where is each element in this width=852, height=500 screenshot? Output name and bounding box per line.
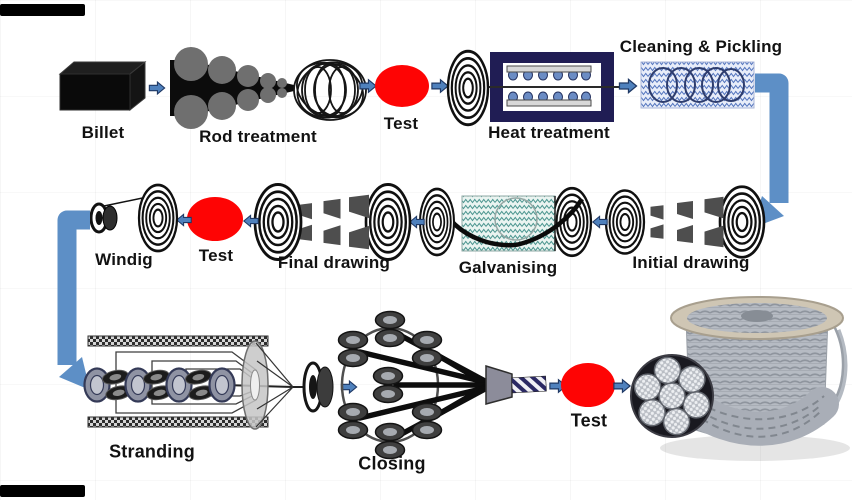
final-drawing-dies-icon (298, 194, 369, 250)
closing-machine-icon (337, 310, 547, 460)
test-2-icon (187, 197, 243, 241)
label-test-3: Test (570, 410, 608, 431)
spool-icon (137, 183, 179, 253)
label-stranding: Stranding (109, 441, 195, 462)
takeup-pulley-icon (302, 361, 334, 413)
arrow-right-icon (618, 78, 638, 94)
spool-icon (446, 49, 490, 127)
arrow-right-icon (148, 81, 166, 95)
label-initial-drawing: Initial drawing (632, 253, 750, 272)
label-test-2: Test (198, 246, 234, 265)
label-cleaning-pickling: Cleaning & Pickling (619, 37, 783, 56)
spool-icon (253, 183, 303, 261)
initial-drawing-dies-icon (650, 196, 724, 248)
winding-icon (89, 195, 153, 234)
label-heat-treatment: Heat treatment (488, 123, 610, 142)
elbow-arrow-down-icon (57, 210, 90, 390)
test-3-icon (561, 363, 615, 407)
wire-coil-icon (293, 59, 367, 121)
label-billet: Billet (81, 123, 125, 142)
label-galvanising: Galvanising (458, 258, 558, 277)
label-rod-treatment: Rod treatment (199, 127, 317, 146)
rod-treatment-icon (170, 47, 294, 129)
galvanising-bath-icon (435, 195, 584, 252)
test-1-icon (375, 65, 429, 107)
spool-icon (718, 185, 766, 259)
wire-rope-product-image (630, 296, 850, 461)
billet-icon (58, 60, 147, 112)
label-test-1: Test (383, 114, 419, 133)
cleaning-pickling-icon (640, 61, 755, 109)
spool-icon (418, 187, 456, 257)
stranding-machine-icon (83, 335, 294, 430)
redaction-bar-bottom-left (0, 485, 85, 497)
arrow-right-icon (340, 380, 358, 394)
label-final-drawing: Final drawing (277, 253, 391, 272)
label-winding: Windig (95, 250, 153, 269)
arrow-right-icon (431, 79, 449, 93)
spool-icon (604, 189, 646, 255)
arrow-right-icon (613, 379, 631, 393)
redaction-bar-top-left (0, 4, 85, 16)
label-closing: Closing (358, 453, 426, 474)
spool-icon (364, 183, 412, 261)
heat-treatment-icon (474, 52, 621, 122)
